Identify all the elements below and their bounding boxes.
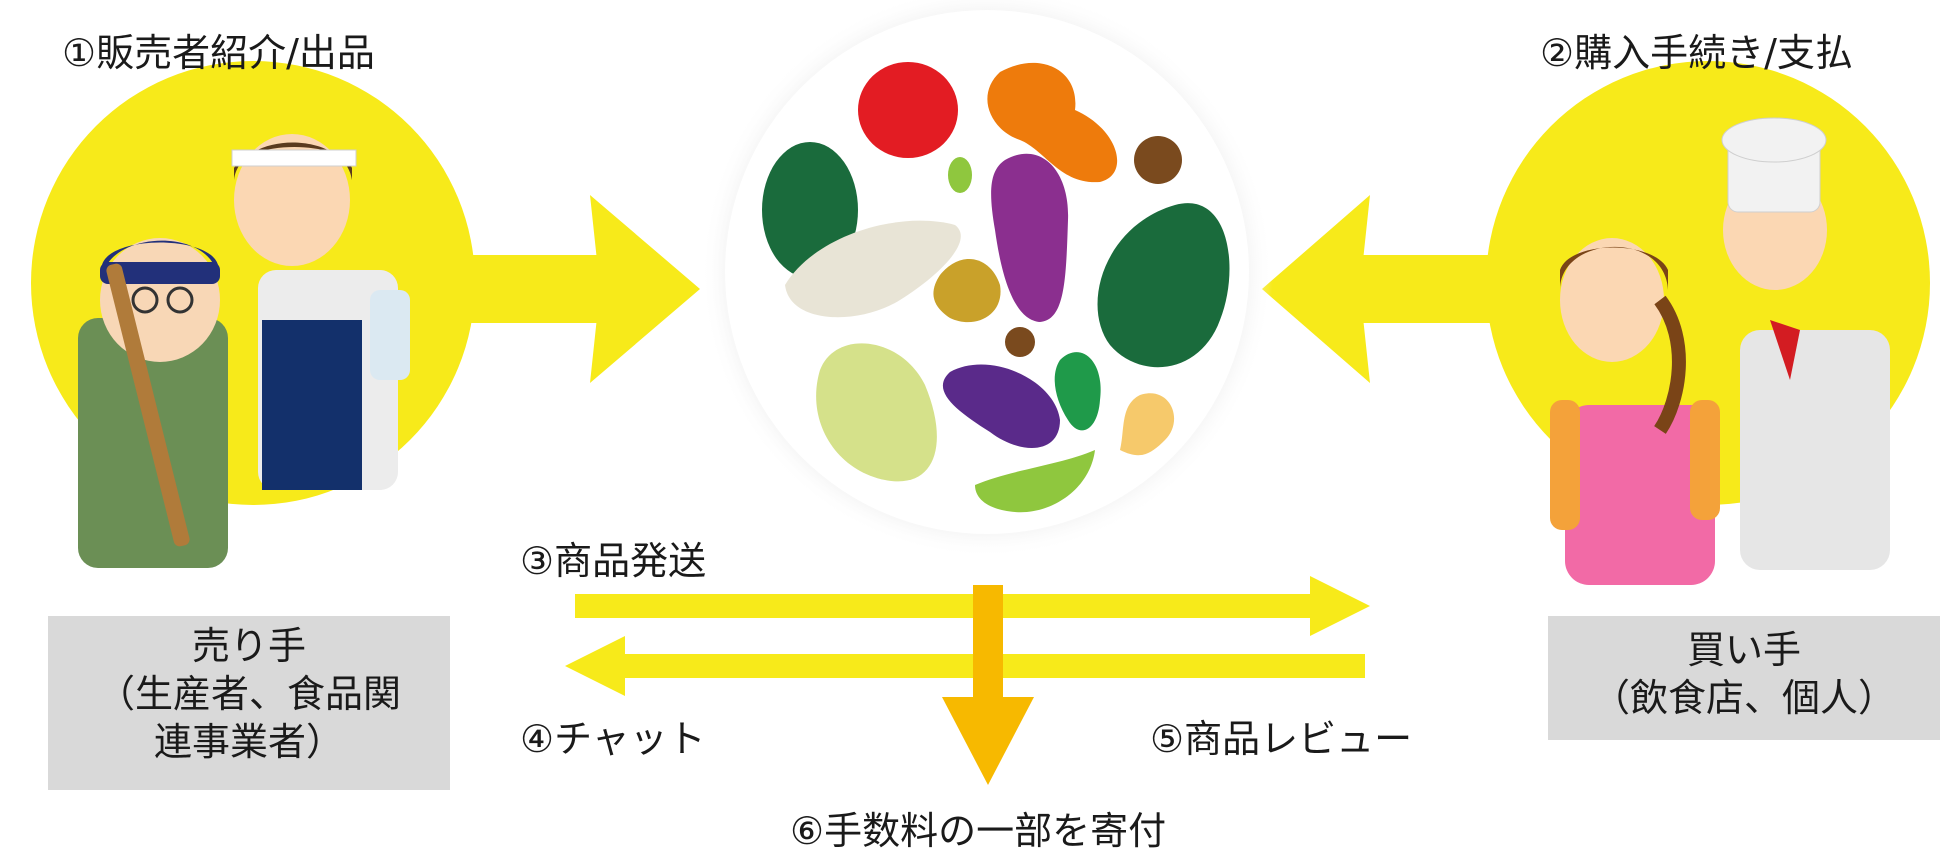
seller-people-icon: [78, 134, 410, 568]
buyer-people-icon: [1550, 117, 1890, 585]
buyer-connector-bar: [1350, 255, 1490, 323]
seller-subtitle-line-2: 連事業者）: [153, 720, 344, 764]
step-6-label: ⑥手数料の一部を寄付: [790, 809, 1167, 853]
donation-arrow-head: [942, 697, 1034, 785]
platform-logo-icon: [701, 0, 1273, 558]
seller-title: 売り手: [191, 624, 306, 668]
buyer-title: 買い手: [1686, 628, 1801, 672]
buyer-role-box: 買い手 （飲食店、個人）: [1548, 616, 1940, 740]
step-5-label: ⑤商品レビュー: [1150, 717, 1413, 761]
seller-role-box: 売り手 （生産者、食品関 連事業者）: [48, 616, 450, 790]
chat-review-arrow-head: [565, 636, 625, 696]
step-3-label: ③商品発送: [520, 539, 707, 583]
buyer-subtitle: （飲食店、個人）: [1591, 676, 1896, 720]
seller-connector-bar: [460, 255, 610, 323]
shipping-arrow-head: [1310, 576, 1370, 636]
step-1-label: ①販売者紹介/出品: [62, 31, 375, 75]
shipping-arrow-shaft: [575, 594, 1315, 618]
step-2-label: ②購入手続き/支払: [1540, 31, 1853, 75]
seller-subtitle-line-1: （生産者、食品関: [96, 672, 401, 716]
step-4-label: ④チャット: [520, 717, 706, 761]
seller-to-platform-arrow: [590, 195, 700, 383]
buyer-to-platform-arrow: [1262, 195, 1370, 383]
donation-arrow-shaft: [973, 585, 1003, 700]
